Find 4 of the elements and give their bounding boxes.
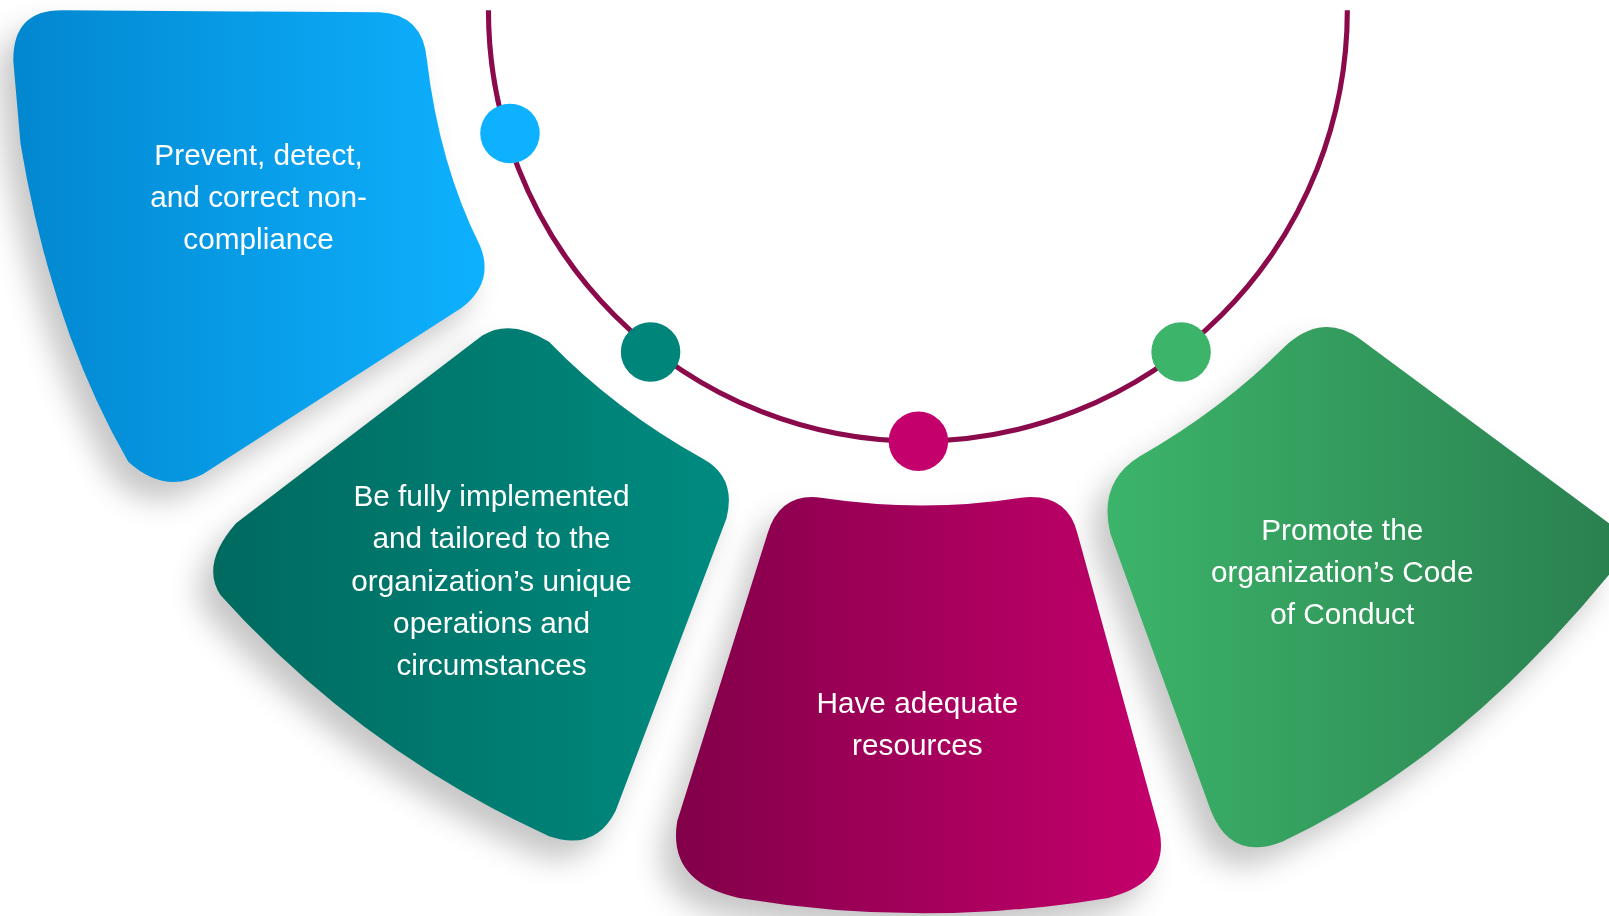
petal-text: Have adequate resources	[815, 685, 1020, 764]
petal-text: Be fully implemented and tailored to the organization’s unique operations and circumstances	[350, 478, 633, 683]
petal-text: Prevent, detect, and correct non-compliance	[149, 137, 368, 257]
petal-text: Promote the organization’s Code of Conduct	[1209, 512, 1475, 633]
